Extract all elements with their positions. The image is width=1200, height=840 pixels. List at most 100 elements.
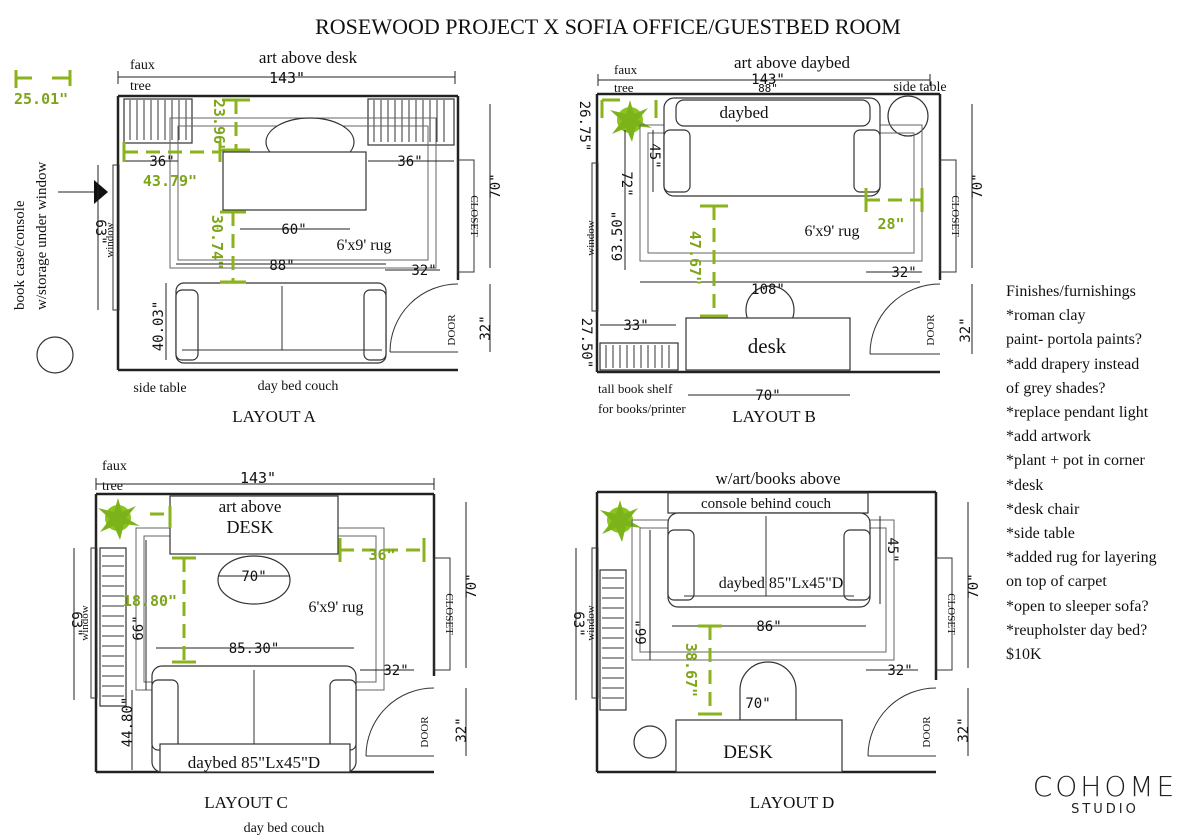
layout-b-faux-label: faux bbox=[614, 62, 638, 77]
notes-item: *added rug for layering bbox=[1006, 549, 1157, 567]
layout-b-art-label: art above daybed bbox=[734, 53, 851, 72]
logo-line2: STUDIO bbox=[1071, 802, 1139, 817]
layout-c-faux-label: faux bbox=[102, 459, 127, 474]
layout-c-green-36: 36" bbox=[368, 546, 395, 564]
layout-b-6350-dim: 63.50" bbox=[610, 211, 626, 262]
layout-b-2750-dim: 27.50" bbox=[578, 318, 594, 369]
layout-a-window-label: window bbox=[104, 222, 116, 258]
layout-b-daybed-label: daybed bbox=[719, 103, 769, 122]
layout-b-desk-label: desk bbox=[748, 334, 787, 358]
corner-green-dim bbox=[14, 70, 72, 88]
layout-d-door-dim: 32" bbox=[956, 717, 972, 742]
layout-d-door-label: DOOR bbox=[921, 716, 933, 748]
layout-c-couch-label: daybed 85"Lx45"D bbox=[188, 753, 320, 772]
layout-a-36-right: 36" bbox=[397, 154, 422, 170]
layout-d-plan: w/art/books above window CLOSET DOOR con… bbox=[570, 469, 982, 812]
finishes-notes: Finishes/furnishings *roman clay paint- … bbox=[1006, 280, 1196, 667]
notes-item: *side table bbox=[1006, 525, 1075, 543]
layout-c-rug-label: 6'x9' rug bbox=[308, 599, 363, 616]
notes-item: *reupholster day bed? bbox=[1006, 621, 1148, 639]
layout-c-door-label: DOOR bbox=[419, 716, 431, 748]
layout-b-45-dim: 45" bbox=[646, 143, 662, 168]
layout-a-green-4379: 43.79" bbox=[143, 172, 197, 190]
bookcase-note-line2: w/storage under window bbox=[34, 162, 50, 310]
cohome-logo: COHOME STUDIO bbox=[1030, 772, 1180, 818]
layout-c-4480-dim: 44.80" bbox=[120, 697, 136, 748]
sheet-title: ROSEWOOD PROJECT X SOFIA OFFICE/GUESTBED… bbox=[315, 14, 901, 39]
layout-d-label: LAYOUT D bbox=[750, 793, 835, 812]
layout-d-top-label: w/art/books above bbox=[715, 469, 840, 488]
layout-d-left-dim: 63" bbox=[570, 611, 586, 636]
notes-item: of grey shades? bbox=[1006, 379, 1106, 397]
layout-b-side-table-label: side table bbox=[893, 80, 946, 95]
layout-c-label: LAYOUT C bbox=[204, 793, 288, 812]
layout-d-66-dim: 66" bbox=[634, 619, 650, 644]
notes-item: paint- portola paints? bbox=[1006, 331, 1142, 349]
layout-d-couch-label: daybed 85"Lx45"D bbox=[719, 575, 844, 592]
layout-b-door-label: DOOR bbox=[925, 314, 937, 346]
layout-a-door-label: DOOR bbox=[446, 314, 458, 346]
layout-c-70-dim: 70" bbox=[241, 569, 266, 585]
layout-c-left-dim: 63" bbox=[68, 611, 84, 636]
note-arrow-head bbox=[94, 180, 108, 204]
layout-a-couch-label: day bed couch bbox=[258, 379, 339, 394]
layout-b-closet-label: CLOSET bbox=[949, 195, 961, 237]
layout-c-art-above: art above bbox=[219, 497, 282, 516]
layout-c-desk-label: DESK bbox=[226, 517, 273, 537]
notes-item: *replace pendant light bbox=[1006, 404, 1149, 422]
layout-b-33-dim: 33" bbox=[623, 318, 648, 334]
layout-d-desk-label: DESK bbox=[723, 742, 773, 763]
layout-a-door-dim: 32" bbox=[478, 315, 494, 340]
layout-b-plan: art above daybed faux tree side table 14… bbox=[576, 53, 986, 426]
layout-d-console-label: console behind couch bbox=[701, 496, 831, 512]
layout-b-green-28: 28" bbox=[877, 215, 904, 233]
layout-d-rug-offset-dim: 32" bbox=[887, 663, 912, 679]
layout-c-right-dim: 70" bbox=[464, 573, 480, 598]
layout-b-rug-label: 6'x9' rug bbox=[804, 223, 859, 240]
notes-item: *desk bbox=[1006, 476, 1044, 494]
layout-a-faux-label: faux bbox=[130, 58, 155, 73]
layout-c-window-label: window bbox=[79, 605, 91, 641]
layout-a-green-3074: 30.74" bbox=[208, 215, 226, 269]
layout-a-60-dim: 60" bbox=[281, 222, 306, 238]
layout-b-108-dim: 108" bbox=[751, 282, 785, 298]
layout-d-plant bbox=[600, 500, 642, 542]
layout-b-inner-dim: 88" bbox=[758, 82, 778, 95]
layout-b-72-dim: 72" bbox=[618, 171, 634, 196]
notes-item: *desk chair bbox=[1006, 500, 1080, 518]
notes-item: $10K bbox=[1006, 646, 1042, 664]
layout-d-86-dim: 86" bbox=[756, 619, 781, 635]
layout-a-label: LAYOUT A bbox=[232, 407, 316, 426]
layout-a-door-swing bbox=[389, 283, 459, 353]
layout-a-rug-label: 6'x9' rug bbox=[336, 237, 391, 254]
layout-a-width-dim: 143" bbox=[269, 69, 305, 87]
layout-b-shelf-line1: tall book shelf bbox=[598, 381, 673, 396]
notes-heading: Finishes/furnishings bbox=[1006, 283, 1136, 300]
layout-c-rug-offset-dim: 32" bbox=[383, 663, 408, 679]
layout-c-width-dim: 143" bbox=[240, 469, 276, 487]
layout-b-desk-70-dim: 70" bbox=[755, 388, 780, 404]
layout-a-art-label: art above desk bbox=[259, 48, 358, 67]
layout-b-tree-label: tree bbox=[614, 80, 634, 95]
layout-a-green-2396: 23.96" bbox=[210, 99, 228, 153]
layout-a-closet-label: CLOSET bbox=[468, 195, 480, 237]
layout-b-2675-dim: 26.75" bbox=[576, 101, 592, 152]
layout-b-green-4767: 47.67" bbox=[686, 231, 704, 285]
layout-c-door-dim: 32" bbox=[454, 717, 470, 742]
layout-a-right-dim: 70" bbox=[488, 173, 504, 198]
layout-a-88-dim: 88" bbox=[269, 258, 294, 274]
layout-c-plan: faux tree 143" window CLOSET DOOR art ab… bbox=[68, 459, 480, 836]
layout-a-4003-dim: 40.03" bbox=[151, 301, 167, 352]
layout-d-closet-label: CLOSET bbox=[945, 593, 957, 635]
layout-b-plant bbox=[610, 100, 652, 142]
layout-d-45-dim: 45" bbox=[884, 537, 900, 562]
notes-item: on top of carpet bbox=[1006, 573, 1107, 591]
layout-a-plan: art above desk faux tree 143" window CLO… bbox=[92, 48, 504, 426]
notes-item: *plant + pot in corner bbox=[1006, 452, 1145, 470]
notes-item: *open to sleeper sofa? bbox=[1006, 597, 1149, 615]
notes-item: *add drapery instead bbox=[1006, 355, 1140, 373]
layout-c-plant bbox=[98, 498, 140, 540]
layout-a-side-table-label: side table bbox=[133, 381, 186, 396]
layout-b-door-dim: 32" bbox=[958, 317, 974, 342]
